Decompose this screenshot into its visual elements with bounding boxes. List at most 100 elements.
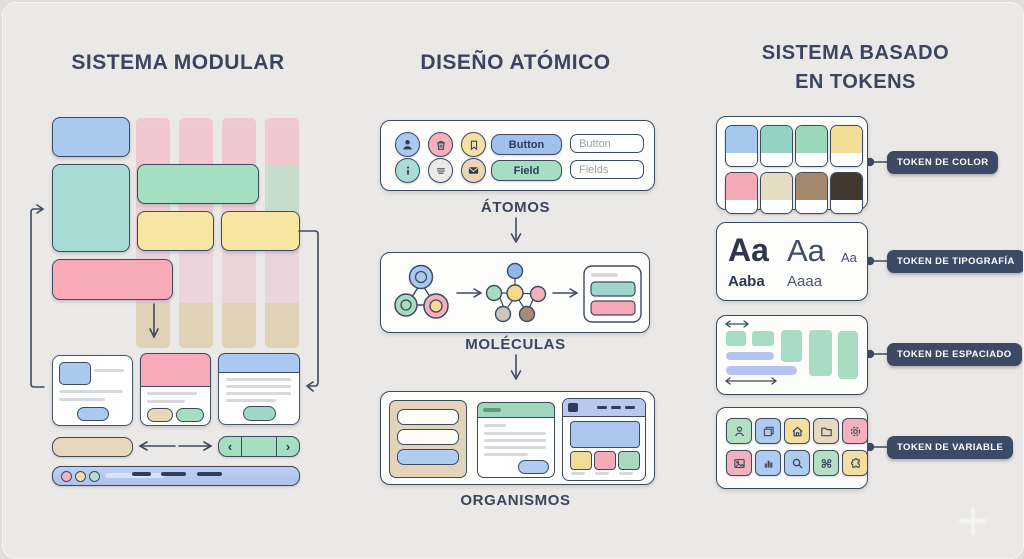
window-dot-teal xyxy=(89,471,100,482)
stepper-prev-button: ‹ xyxy=(219,437,242,456)
module-block-pink xyxy=(52,259,173,300)
type-sample-small: Aa xyxy=(841,250,857,265)
molecules-card xyxy=(380,252,650,333)
type-sample-large-bold: Aa xyxy=(728,232,769,268)
color-swatch xyxy=(795,125,828,167)
button-atom: Button xyxy=(491,134,562,155)
typography-token-label: TOKEN DE TIPOGRAFÍA xyxy=(887,250,1023,273)
down-arrow xyxy=(510,217,522,243)
gear-icon xyxy=(842,418,868,444)
submit-button xyxy=(397,449,459,465)
content-header xyxy=(477,402,555,418)
color-token-label: TOKEN DE COLOR xyxy=(887,151,999,174)
type-sample-word-regular: Aaaa xyxy=(787,273,823,290)
tile-pink xyxy=(594,451,616,470)
molecules-label: MOLÉCULAS xyxy=(465,336,566,353)
webpage-organism xyxy=(562,398,646,481)
color-swatch xyxy=(725,172,758,214)
nav-dash xyxy=(597,406,607,409)
color-swatch xyxy=(725,125,758,167)
module-block-teal xyxy=(52,164,130,252)
modular-title: SISTEMA MODULAR xyxy=(71,51,285,74)
variable-token-label: TOKEN DE VARIABLE xyxy=(887,436,1014,459)
card-thumbnail xyxy=(59,362,91,385)
atomic-title: DISEÑO ATÓMICO xyxy=(420,51,611,74)
home-icon xyxy=(784,418,810,444)
module-block-blue xyxy=(52,117,130,157)
info-icon xyxy=(395,158,420,183)
content-button xyxy=(518,460,549,474)
tokens-title-line1: SISTEMA BASADO xyxy=(761,42,950,64)
atoms-label: ÁTOMOS xyxy=(480,199,551,216)
tokens-title-line2: EN TOKENS xyxy=(795,71,916,93)
card-header xyxy=(218,353,300,373)
search-icon xyxy=(784,450,810,476)
nav-dash xyxy=(161,472,186,476)
tile-yellow xyxy=(570,451,592,470)
card-button xyxy=(243,406,276,421)
down-arrow xyxy=(510,354,522,380)
module-block-yellow xyxy=(137,211,214,251)
card-button xyxy=(147,408,173,422)
trash-icon xyxy=(428,132,453,157)
tokens-title: SISTEMA BASADO EN TOKENS xyxy=(708,39,1003,97)
image-icon xyxy=(726,450,752,476)
atoms-card: Button Button Field Fields xyxy=(380,120,655,191)
chevron-right-icon: › xyxy=(285,439,291,454)
window-dot-pink xyxy=(61,471,72,482)
color-swatch xyxy=(795,172,828,214)
color-swatch xyxy=(830,172,863,214)
user-icon xyxy=(395,132,420,157)
color-swatch-grid xyxy=(725,125,863,214)
puzzle-icon xyxy=(842,450,868,476)
hero-block xyxy=(570,421,640,448)
nav-dash xyxy=(132,472,151,476)
layers-icon xyxy=(755,418,781,444)
color-swatch xyxy=(760,125,793,167)
content-organism xyxy=(477,402,555,478)
tile-green xyxy=(618,451,640,470)
type-sample-large-regular: Aa xyxy=(787,233,825,268)
button-field-atom: Button xyxy=(570,134,644,153)
input-field xyxy=(397,429,459,445)
bookmark-icon xyxy=(461,132,486,157)
chart-icon xyxy=(755,450,781,476)
nav-dash xyxy=(197,472,222,476)
card-header xyxy=(140,353,211,387)
module-block-yellow xyxy=(221,211,300,251)
card-media xyxy=(140,353,211,426)
organisms-label: ORGANISMOS xyxy=(460,492,571,509)
card-button xyxy=(77,407,109,421)
fields-field-atom: Fields xyxy=(570,160,644,179)
window-dot-yellow xyxy=(75,471,86,482)
organisms-card xyxy=(380,391,655,485)
input-field xyxy=(397,409,459,425)
module-block-green xyxy=(137,164,259,204)
watermark-plus-icon xyxy=(955,503,991,539)
type-sample-word-bold: Aaba xyxy=(728,273,765,290)
chevron-left-icon: ‹ xyxy=(227,439,233,454)
stepper-next-button: › xyxy=(276,437,299,456)
mail-icon xyxy=(461,158,486,183)
webpage-navbar xyxy=(563,399,645,417)
modular-flow-arrows xyxy=(30,204,319,451)
typography-token-card: Aa Aa Aa Aaba Aaaa xyxy=(716,222,868,301)
form-organism xyxy=(389,400,467,478)
menu-icon xyxy=(428,158,453,183)
molecules-diagram xyxy=(394,262,642,323)
card-button xyxy=(176,408,204,422)
logo-square xyxy=(568,403,578,412)
color-swatch xyxy=(830,125,863,167)
spacing-token-label: TOKEN DE ESPACIADO xyxy=(887,343,1022,366)
spacing-token-card xyxy=(716,315,868,395)
color-swatch xyxy=(760,172,793,214)
card-article xyxy=(218,353,300,425)
card-feature xyxy=(52,355,133,426)
nav-dash xyxy=(611,406,621,409)
network-icon xyxy=(813,450,839,476)
component-pill-tan xyxy=(52,437,133,457)
folder-icon xyxy=(813,418,839,444)
browser-bar xyxy=(52,466,300,486)
spacing-diagram xyxy=(724,320,858,385)
